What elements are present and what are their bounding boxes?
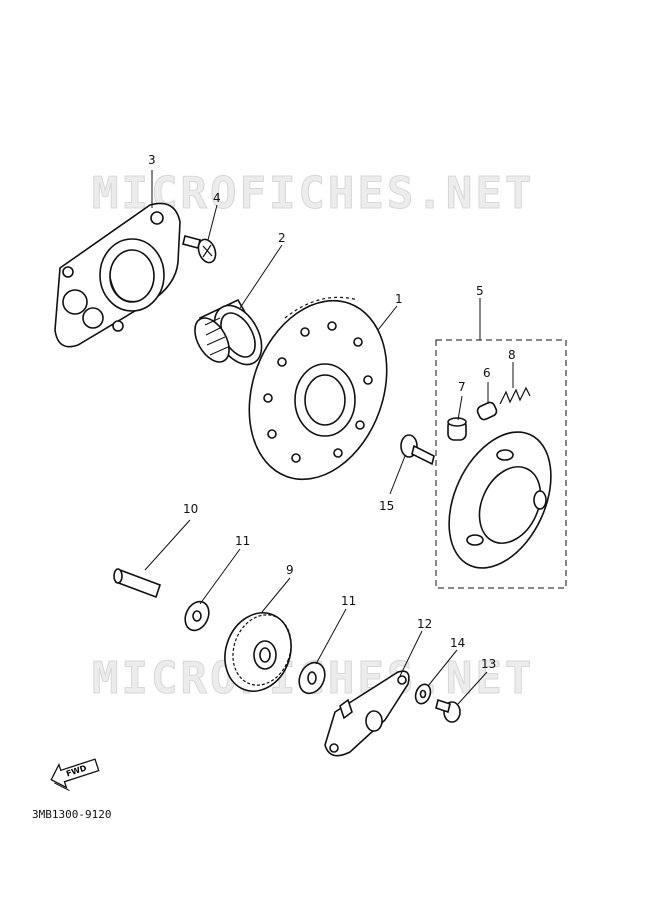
- part-14-washer[interactable]: [413, 682, 433, 706]
- part-9-idler-gear[interactable]: [214, 603, 302, 700]
- callout-13: 13: [481, 657, 496, 671]
- callout-7: 7: [458, 380, 466, 394]
- diagram-code: 3MB1300-9120: [32, 808, 111, 821]
- callout-6: 6: [483, 366, 491, 380]
- callout-8: 8: [508, 348, 516, 362]
- part-7-roller[interactable]: [447, 417, 467, 441]
- part-11-washer-right[interactable]: [294, 658, 329, 697]
- watermark-bottom: MICROFICHES.NET: [92, 653, 534, 704]
- part-12-stay-plate[interactable]: [324, 670, 410, 757]
- part-1-starter-wheel-gear[interactable]: [225, 281, 410, 498]
- callout-9: 9: [286, 563, 294, 577]
- part-5-one-way-clutch[interactable]: [429, 416, 571, 585]
- callout-11-left: 11: [235, 534, 250, 548]
- part-11-washer-left[interactable]: [181, 598, 214, 634]
- callout-10: 10: [183, 502, 198, 516]
- part-4-screw[interactable]: [182, 235, 219, 265]
- part-8-spring[interactable]: [499, 386, 531, 405]
- part-3-cover-plate[interactable]: [54, 202, 181, 348]
- part-10-shaft[interactable]: [113, 568, 162, 599]
- leader-lines: [144, 170, 514, 705]
- part-5-assembly-box: [435, 339, 567, 589]
- callout-12: 12: [417, 617, 432, 631]
- part-13-bolt[interactable]: [435, 698, 461, 723]
- callout-2: 2: [278, 231, 286, 245]
- callout-3: 3: [148, 153, 156, 167]
- part-2-needle-bearing[interactable]: [188, 297, 271, 372]
- callout-14: 14: [450, 636, 465, 650]
- callout-4: 4: [213, 191, 221, 205]
- part-15-bolt[interactable]: [400, 434, 435, 466]
- callout-11-right: 11: [341, 594, 356, 608]
- callout-1: 1: [395, 292, 403, 306]
- part-6-plunger[interactable]: [476, 401, 498, 421]
- callout-15: 15: [379, 499, 394, 513]
- fwd-arrow-icon: [50, 758, 100, 792]
- callout-5: 5: [476, 284, 484, 298]
